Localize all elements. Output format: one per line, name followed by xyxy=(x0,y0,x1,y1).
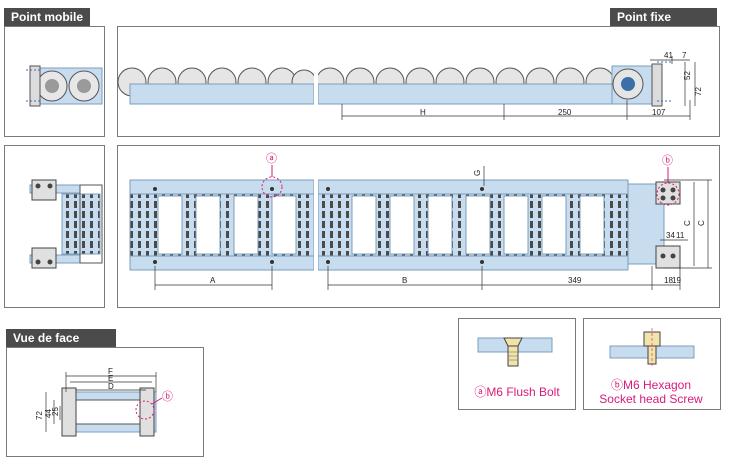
marker-a-label: ⓐ xyxy=(266,152,277,165)
front-view-drawing xyxy=(45,372,163,437)
dim-52: 52 xyxy=(683,71,692,80)
dim-D: D xyxy=(108,382,114,391)
dim-G: G xyxy=(473,170,482,176)
dim-107: 107 xyxy=(652,108,666,117)
point-fixe-tag: Point fixe xyxy=(610,8,717,26)
mobile-side-end xyxy=(26,65,103,107)
marker-b-label: ⓑ xyxy=(662,154,673,167)
hex-screw-caption-line1: ⓑM6 Hexagon xyxy=(610,378,692,392)
dim-C-outer: C xyxy=(697,220,706,226)
dim-19: 19 xyxy=(672,276,681,285)
dim-72-face: 72 xyxy=(35,411,44,420)
dim-7: 7 xyxy=(682,51,687,60)
dim-A: A xyxy=(210,276,216,285)
dim-B: B xyxy=(402,276,407,285)
dim-349: 349 xyxy=(568,276,582,285)
dim-250: 250 xyxy=(558,108,572,117)
flush-bolt-caption: ⓐM6 Flush Bolt xyxy=(474,385,560,399)
marker-b-face-label: ⓑ xyxy=(162,390,173,403)
dim-72: 72 xyxy=(694,87,703,96)
dim-44: 44 xyxy=(44,409,53,418)
vue-de-face-tag: Vue de face xyxy=(6,329,116,347)
marker-a-callout xyxy=(261,165,283,198)
middle-dimension-lines xyxy=(154,166,712,290)
dim-H: H xyxy=(420,108,426,117)
point-mobile-tag: Point mobile xyxy=(4,8,90,26)
dim-25: 25 xyxy=(51,407,60,416)
flush-bolt-drawing xyxy=(477,337,553,367)
chain-plan-view xyxy=(129,174,681,276)
top-dimension-lines xyxy=(341,56,696,120)
dim-11: 11 xyxy=(676,231,685,240)
chain-side-view xyxy=(117,61,672,108)
mobile-plan-end xyxy=(29,179,103,269)
dim-F: F xyxy=(108,367,113,376)
dim-E: E xyxy=(108,374,113,383)
hex-screw-caption-line2: Socket head Screw xyxy=(599,392,703,406)
hex-screw-drawing xyxy=(609,328,695,368)
dim-41: 41 xyxy=(664,51,673,60)
dim-34: 34 xyxy=(666,231,675,240)
dim-18: 18 xyxy=(664,276,673,285)
dim-C: C xyxy=(683,220,692,226)
